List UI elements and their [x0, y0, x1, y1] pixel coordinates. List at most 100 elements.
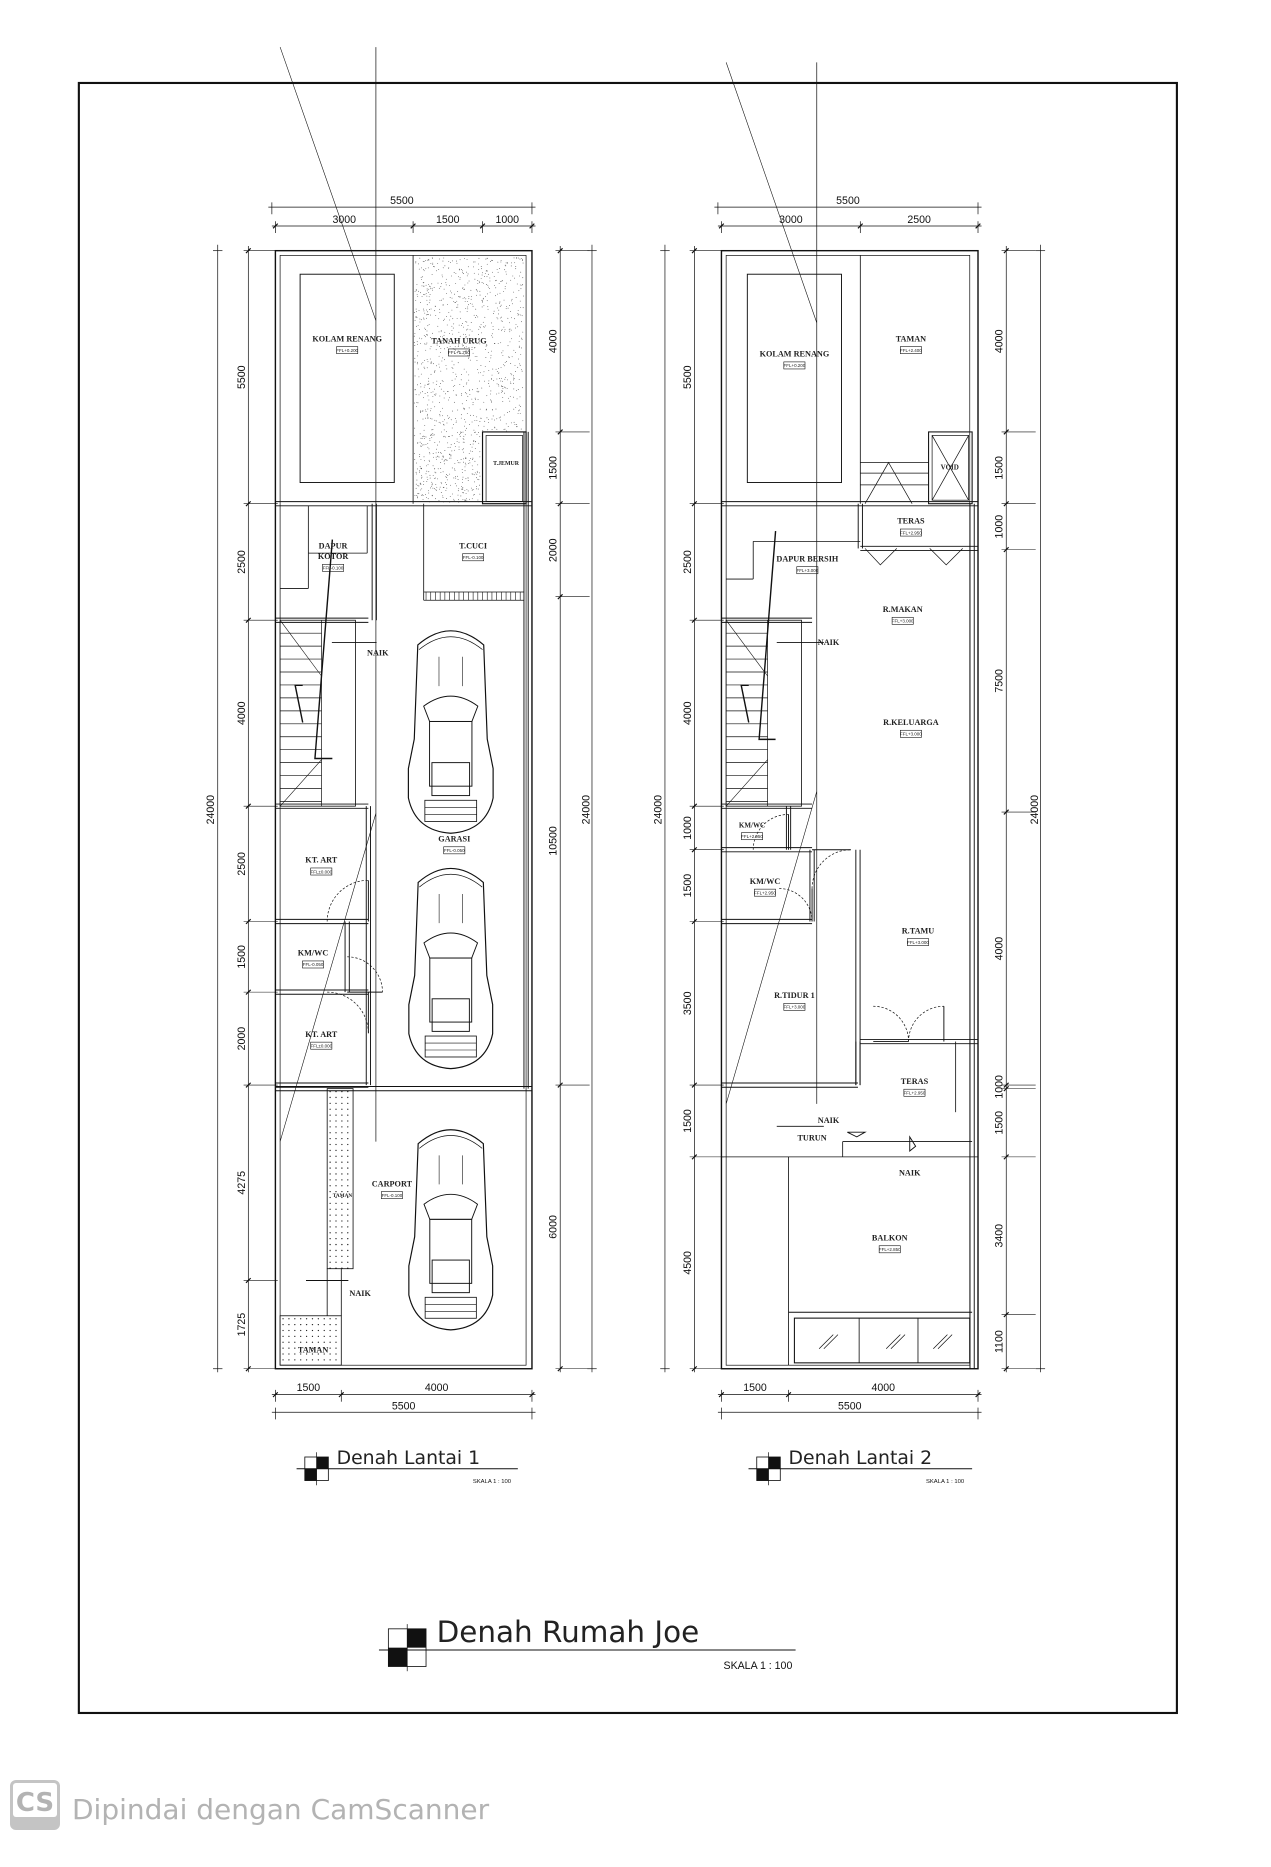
hatch-dot — [454, 483, 456, 485]
hatch-dot — [505, 361, 507, 362]
hatch-dot — [451, 329, 453, 331]
dot — [288, 1347, 290, 1349]
hatch-dot — [419, 337, 420, 339]
hatch-dot — [472, 473, 474, 475]
hatch-dot — [517, 413, 519, 414]
dimension-total-label: 5500 — [390, 195, 414, 207]
hatch-dot — [469, 390, 471, 392]
dot — [335, 1108, 337, 1110]
dot — [288, 1323, 290, 1326]
dimension-tick — [691, 1082, 698, 1088]
dot — [329, 1114, 331, 1116]
car-rear-bumper — [424, 1296, 477, 1319]
hatch-dot — [484, 366, 486, 367]
dimension-tick — [245, 803, 252, 809]
hatch-dot — [429, 453, 431, 455]
hatch-dot — [425, 268, 427, 270]
ffl-tag-box — [878, 1245, 901, 1254]
hatch-dot — [419, 471, 420, 473]
hatch-dot — [457, 306, 459, 308]
hatch-dot — [464, 419, 465, 420]
hatch-dot — [469, 389, 470, 391]
hatch-dot — [519, 275, 521, 277]
camscanner-watermark: CS Dipindai dengan CamScanner — [10, 1780, 490, 1830]
dot — [341, 1167, 343, 1169]
dot — [329, 1120, 331, 1122]
ffl-tag-box — [900, 346, 922, 354]
hatch-dot — [417, 420, 418, 422]
dot — [347, 1185, 349, 1187]
hatch-dot — [481, 274, 483, 276]
dot — [335, 1261, 337, 1263]
dimension-total: 5500 — [271, 1400, 536, 1420]
hatch-dot — [456, 260, 457, 262]
hatch-dot — [420, 467, 422, 469]
dimension-tick — [557, 1082, 563, 1088]
hatch-dot — [434, 305, 436, 307]
hatch-dot — [419, 329, 420, 330]
hatch-dot — [414, 402, 415, 404]
hatch-dot — [478, 372, 479, 374]
hatch-dot — [451, 367, 453, 368]
hatch-dot — [442, 455, 444, 457]
hatch-dot — [498, 328, 500, 330]
hatch-dot — [518, 404, 520, 406]
hatch-dot — [474, 261, 476, 263]
hatch-dot — [465, 498, 467, 500]
hatch-dot — [419, 257, 421, 259]
hatch-dot — [439, 411, 441, 413]
room-name: R.MAKAN — [883, 605, 923, 614]
hatch-dot — [471, 349, 473, 350]
hatch-dot — [504, 286, 506, 287]
stair-cut-line — [279, 46, 377, 321]
hatch-dot — [435, 394, 436, 396]
hatch-dot — [516, 398, 518, 400]
hatch-dot — [462, 438, 464, 440]
hatch-dot — [462, 487, 463, 489]
ffl-tag-box — [783, 361, 806, 370]
hatch-dot — [470, 450, 471, 452]
hatch-dot — [511, 356, 513, 358]
hatch-dot — [458, 296, 459, 298]
hatch-dot — [458, 296, 460, 298]
hatch-dot — [437, 282, 439, 284]
hatch-dot — [478, 425, 480, 427]
hatch-dot — [434, 310, 436, 312]
hatch-dot — [468, 460, 470, 461]
hatch-dot — [519, 409, 520, 411]
dot — [335, 1335, 337, 1338]
hatch-dot — [463, 441, 465, 443]
hatch-dot — [461, 486, 462, 488]
dimension-tick — [1003, 1311, 1010, 1318]
hatch-dot — [463, 451, 464, 453]
hatch-dot — [420, 292, 421, 294]
hatch-dot — [438, 318, 440, 320]
dot — [305, 1353, 308, 1355]
dot — [329, 1190, 331, 1193]
hatch-dot — [477, 263, 479, 265]
hatch-dot — [427, 395, 429, 397]
hatch-dot — [502, 391, 503, 392]
hatch-dot — [421, 443, 422, 445]
hatch-dot — [517, 314, 519, 316]
room-name: KT. ART — [305, 1030, 338, 1039]
dot — [341, 1238, 343, 1240]
hatch-dot — [427, 384, 429, 386]
hatch-dot — [500, 260, 502, 261]
hatch-dot — [510, 383, 512, 384]
hatch-dot — [520, 428, 522, 430]
hatch-dot — [434, 406, 436, 408]
dimension-label: 4000 — [548, 329, 560, 353]
hatch-dot — [505, 273, 507, 275]
floor-level-tag: FFL-0.050 — [444, 848, 465, 853]
hatch-dot — [459, 383, 461, 385]
dot — [341, 1220, 343, 1222]
room-name: KOLAM RENANG — [312, 334, 382, 343]
car-rear-window — [431, 762, 471, 797]
hatch-dot — [467, 324, 469, 326]
dot — [347, 1108, 349, 1110]
hatch-dot — [500, 377, 502, 379]
hatch-dot — [464, 466, 466, 468]
hatch-dot — [447, 436, 449, 437]
